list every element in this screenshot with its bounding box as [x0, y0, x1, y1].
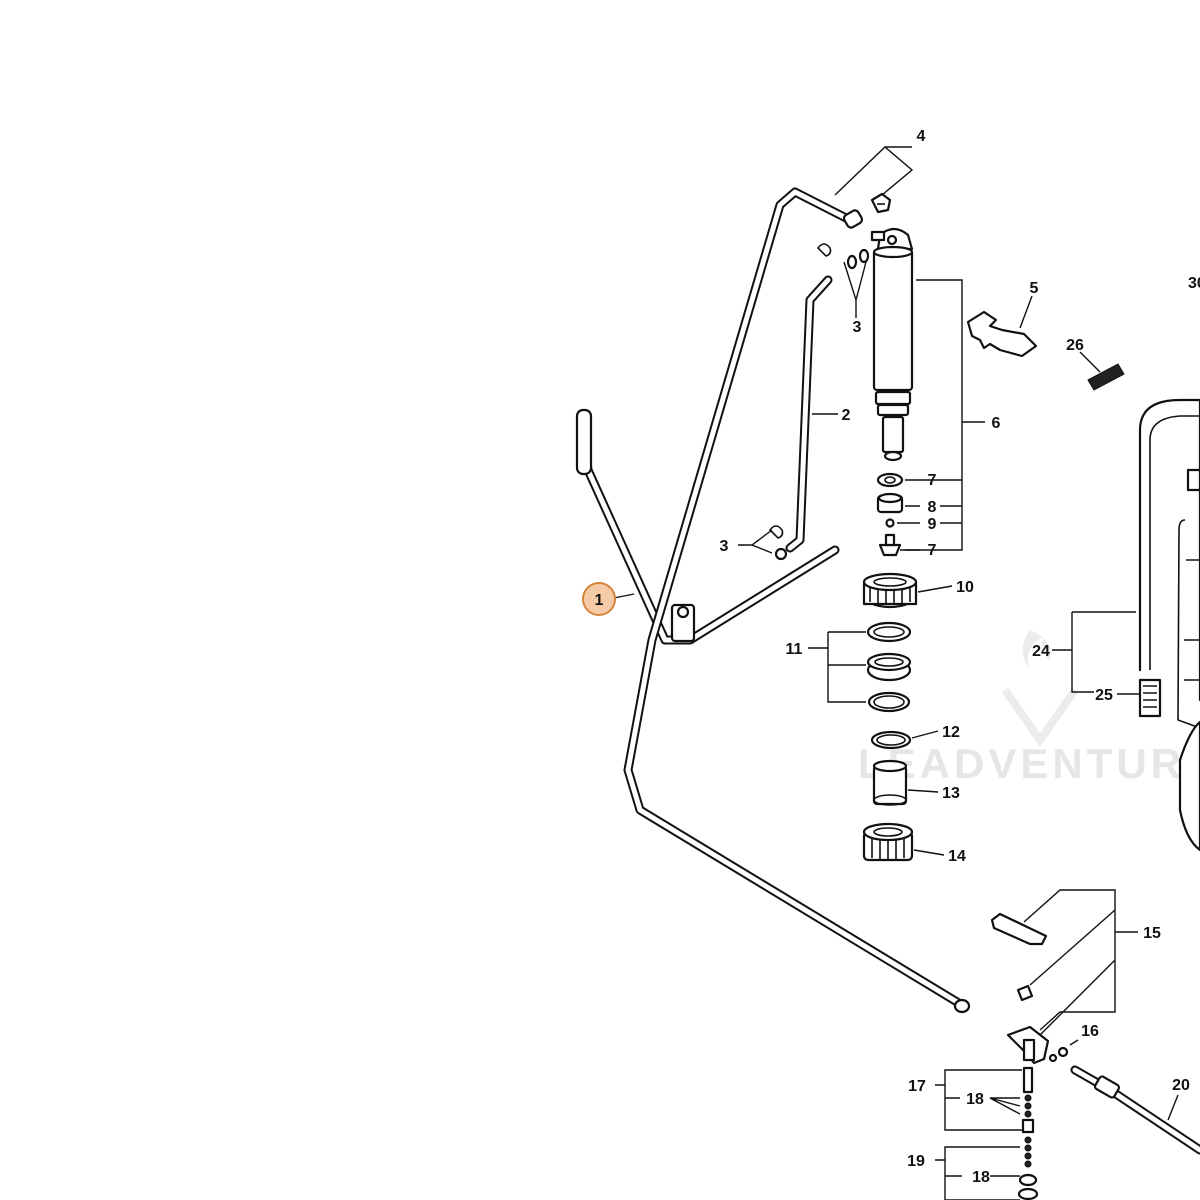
callout-6[interactable]: 6 [992, 415, 1001, 432]
o-ring [870, 730, 912, 750]
ball-valve [885, 518, 895, 528]
retaining-clips-upper [816, 243, 870, 270]
watermark-text: LEADVENTURE [858, 740, 1200, 787]
callout-11[interactable]: 11 [786, 641, 803, 658]
callout-4[interactable]: 4 [917, 128, 926, 145]
callout-2[interactable]: 2 [842, 407, 851, 424]
retaining-clips-lower [768, 525, 788, 561]
valve-seal-lower [878, 533, 902, 557]
nozzle-assembly [1017, 1066, 1039, 1200]
callout-18-upper[interactable]: 18 [966, 1091, 984, 1108]
callout-5[interactable]: 5 [1030, 280, 1039, 297]
watermark: LEADVENTURE [858, 630, 1200, 787]
callout-14[interactable]: 14 [948, 848, 966, 865]
pivot-bolt [870, 192, 892, 214]
callout-18-lower[interactable]: 18 [972, 1169, 990, 1186]
strap-pad [1087, 363, 1125, 391]
callout-19[interactable]: 19 [907, 1153, 925, 1170]
pump-cylinder [870, 227, 914, 462]
leader-lines [613, 146, 1179, 1200]
connecting-rod [785, 275, 833, 553]
valve-body [876, 492, 904, 514]
callout-13[interactable]: 13 [942, 785, 960, 802]
callout-10[interactable]: 10 [956, 579, 974, 596]
callout-20[interactable]: 20 [1172, 1077, 1190, 1094]
callout-15[interactable]: 15 [1143, 925, 1161, 942]
callout-3-upper[interactable]: 3 [853, 319, 862, 336]
callout-9[interactable]: 9 [928, 516, 937, 533]
callout-1[interactable]: 1 [595, 592, 604, 609]
callout-7-upper[interactable]: 7 [928, 472, 937, 489]
callout-8[interactable]: 8 [928, 499, 937, 516]
union-nut [862, 572, 918, 609]
callout-16[interactable]: 16 [1081, 1023, 1099, 1040]
mounting-bracket [966, 310, 1038, 358]
callout-highlight[interactable] [582, 582, 616, 616]
sleeve [872, 759, 908, 806]
valve-seal-upper [876, 472, 904, 488]
callout-17[interactable]: 17 [908, 1078, 926, 1095]
callout-30[interactable]: 30 [1188, 275, 1200, 292]
callout-25[interactable]: 25 [1095, 687, 1113, 704]
trigger-lever [990, 912, 1048, 1002]
frame-rod [623, 187, 971, 1014]
threaded-nut [862, 822, 914, 862]
callout-24[interactable]: 24 [1032, 643, 1050, 660]
callout-labels: 1 2 3 3 4 5 6 7 8 9 7 10 11 12 13 14 15 … [595, 128, 1200, 1186]
pump-lever-handle [575, 408, 840, 645]
spray-hose [1070, 1065, 1200, 1155]
strap-buckle [1138, 678, 1162, 718]
callout-12[interactable]: 12 [942, 724, 960, 741]
callout-3-lower[interactable]: 3 [720, 538, 729, 555]
shutoff-valve [1006, 1025, 1069, 1065]
callout-26[interactable]: 26 [1066, 337, 1084, 354]
seal-kit [866, 621, 912, 713]
callout-7-lower[interactable]: 7 [928, 542, 937, 559]
tank [1138, 398, 1200, 852]
